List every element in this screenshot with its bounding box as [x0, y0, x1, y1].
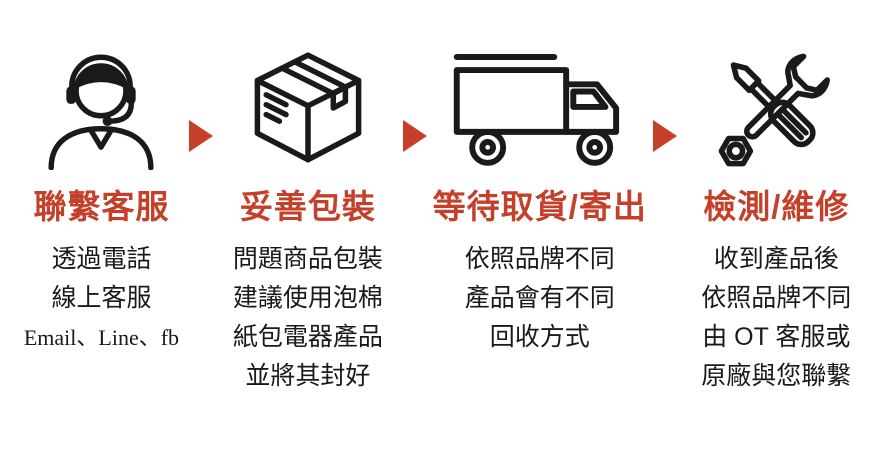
package-box-icon	[242, 20, 374, 170]
description-line: 產品會有不同	[464, 284, 615, 312]
description-line: 收到產品後	[713, 245, 839, 273]
step-description: 依照品牌不同 產品會有不同 回收方式	[465, 240, 615, 357]
description-line: 問題商品包裝	[232, 245, 383, 273]
description-line: 回收方式	[489, 323, 590, 351]
step-description: 收到產品後 依照品牌不同 由 OT 客服或 原廠與您聯繫	[701, 240, 851, 396]
step-title: 聯繫客服	[33, 188, 170, 225]
arrow-right-icon	[188, 120, 213, 152]
step-pickup-shipping: 等待取貨/寄出 依照品牌不同 產品會有不同 回收方式	[427, 20, 653, 357]
description-line: 線上客服	[51, 284, 152, 312]
step-contact-support: 聯繫客服 透過電話 線上客服 Email、Line、fb	[14, 20, 189, 357]
description-line: Email、Line、fb	[23, 325, 180, 350]
step-description: 問題商品包裝 建議使用泡棉 紙包電器產品 並將其封好	[233, 240, 383, 396]
process-flow: 聯繫客服 透過電話 線上客服 Email、Line、fb 妥善包裝	[14, 20, 876, 396]
support-agent-icon-svg	[48, 54, 154, 170]
hex-nut-icon	[718, 135, 754, 167]
description-line: 依照品牌不同	[464, 245, 615, 273]
screwdriver-icon	[730, 62, 816, 148]
description-line: 由 OT 客服或	[702, 323, 851, 351]
description-line: 依照品牌不同	[701, 284, 852, 312]
description-line: 透過電話	[51, 245, 152, 273]
description-line: 建議使用泡棉	[232, 284, 383, 312]
step-description: 透過電話 線上客服 Email、Line、fb	[24, 240, 179, 357]
description-line: 原廠與您聯繫	[701, 362, 852, 390]
step-inspection-repair: 檢測/維修 收到產品後 依照品牌不同 由 OT 客服或 原廠與您聯繫	[677, 20, 876, 396]
support-agent-icon	[36, 20, 166, 170]
repair-tools-icon-svg	[718, 53, 831, 167]
step-title: 等待取貨/寄出	[432, 188, 647, 225]
arrow-right-icon	[402, 120, 427, 152]
step-title: 檢測/維修	[703, 188, 850, 225]
step-packaging: 妥善包裝 問題商品包裝 建議使用泡棉 紙包電器產品 並將其封好	[213, 20, 403, 396]
delivery-truck-icon	[452, 20, 628, 170]
repair-tools-icon	[709, 20, 843, 170]
description-line: 並將其封好	[245, 362, 371, 390]
step-title: 妥善包裝	[239, 188, 376, 225]
description-line: 紙包電器產品	[232, 323, 383, 351]
wrench-icon	[744, 53, 831, 140]
package-box-icon-svg	[254, 52, 362, 163]
arrow-right-icon	[652, 120, 677, 152]
delivery-truck-icon-svg	[453, 54, 619, 166]
